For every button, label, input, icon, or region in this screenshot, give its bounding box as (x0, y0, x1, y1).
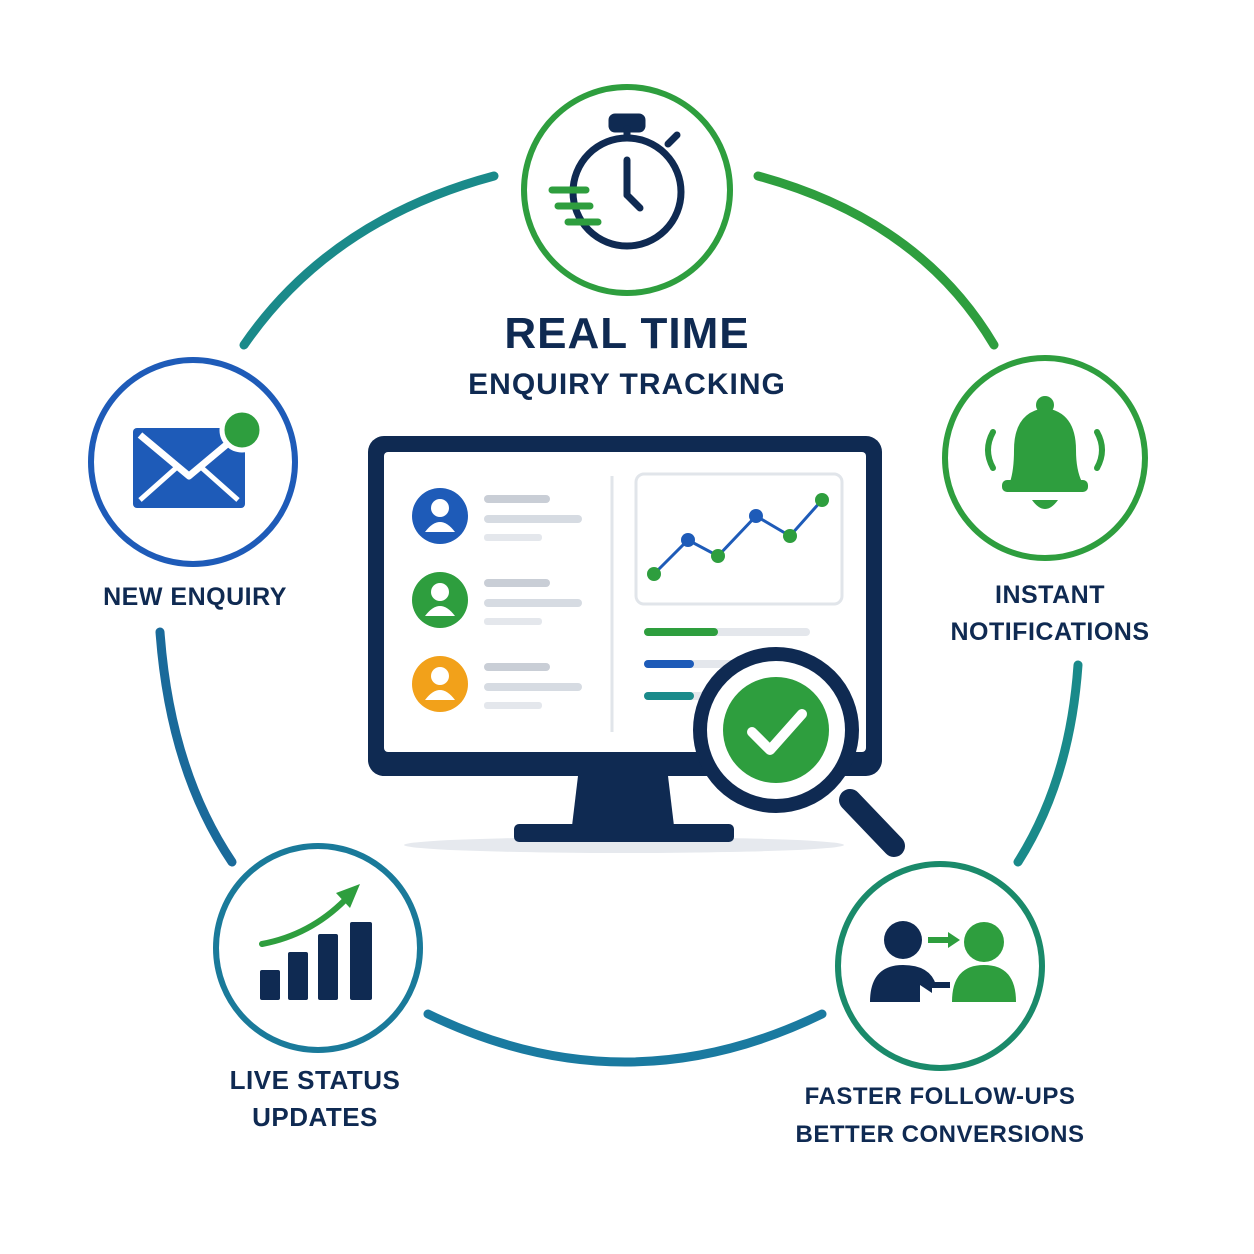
label-line: UPDATES (252, 1101, 378, 1132)
label-new-enquiry: NEW ENQUIRY (80, 582, 310, 613)
mini-line-chart (634, 472, 844, 606)
label-line: LIVE STATUS (229, 1065, 401, 1095)
arc-top-right (753, 171, 999, 350)
label-line: INSTANT (995, 581, 1105, 609)
label-instant-notifications: INSTANT NOTIFICATIONS (930, 580, 1170, 649)
follow-ups-node (835, 861, 1045, 1071)
label-line: FASTER FOLLOW-UPS (804, 1083, 1076, 1110)
page-title: REAL TIME (504, 309, 750, 358)
connector-ring (155, 171, 1083, 1067)
people-exchange-icon (870, 921, 1016, 1002)
arc-bottom (423, 1009, 827, 1067)
arc-right (1013, 660, 1083, 867)
contact-row (412, 572, 582, 628)
envelope-icon (133, 407, 265, 508)
new-enquiry-node (88, 357, 298, 567)
contact-row (412, 488, 582, 544)
notifications-node (942, 355, 1148, 561)
page-subtitle: ENQUIRY TRACKING (468, 368, 786, 401)
bar-chart-icon (259, 884, 372, 1000)
label-line: BETTER CONVERSIONS (795, 1121, 1085, 1148)
label-line: NEW ENQUIRY (103, 583, 287, 611)
magnifier-check-icon (693, 647, 905, 857)
arc-top-left (239, 171, 499, 350)
bell-icon (985, 396, 1105, 509)
stopwatch-node (521, 84, 733, 296)
label-line: NOTIFICATIONS (950, 618, 1150, 647)
monitor-illustration (368, 436, 905, 857)
live-status-node (213, 843, 423, 1053)
label-faster-followups: FASTER FOLLOW-UPS BETTER CONVERSIONS (780, 1082, 1100, 1150)
arc-left (155, 627, 237, 867)
stopwatch-icon (548, 113, 685, 250)
label-live-status: LIVE STATUS UPDATES (200, 1064, 430, 1133)
contact-row (412, 656, 582, 712)
contact-list (412, 488, 582, 712)
